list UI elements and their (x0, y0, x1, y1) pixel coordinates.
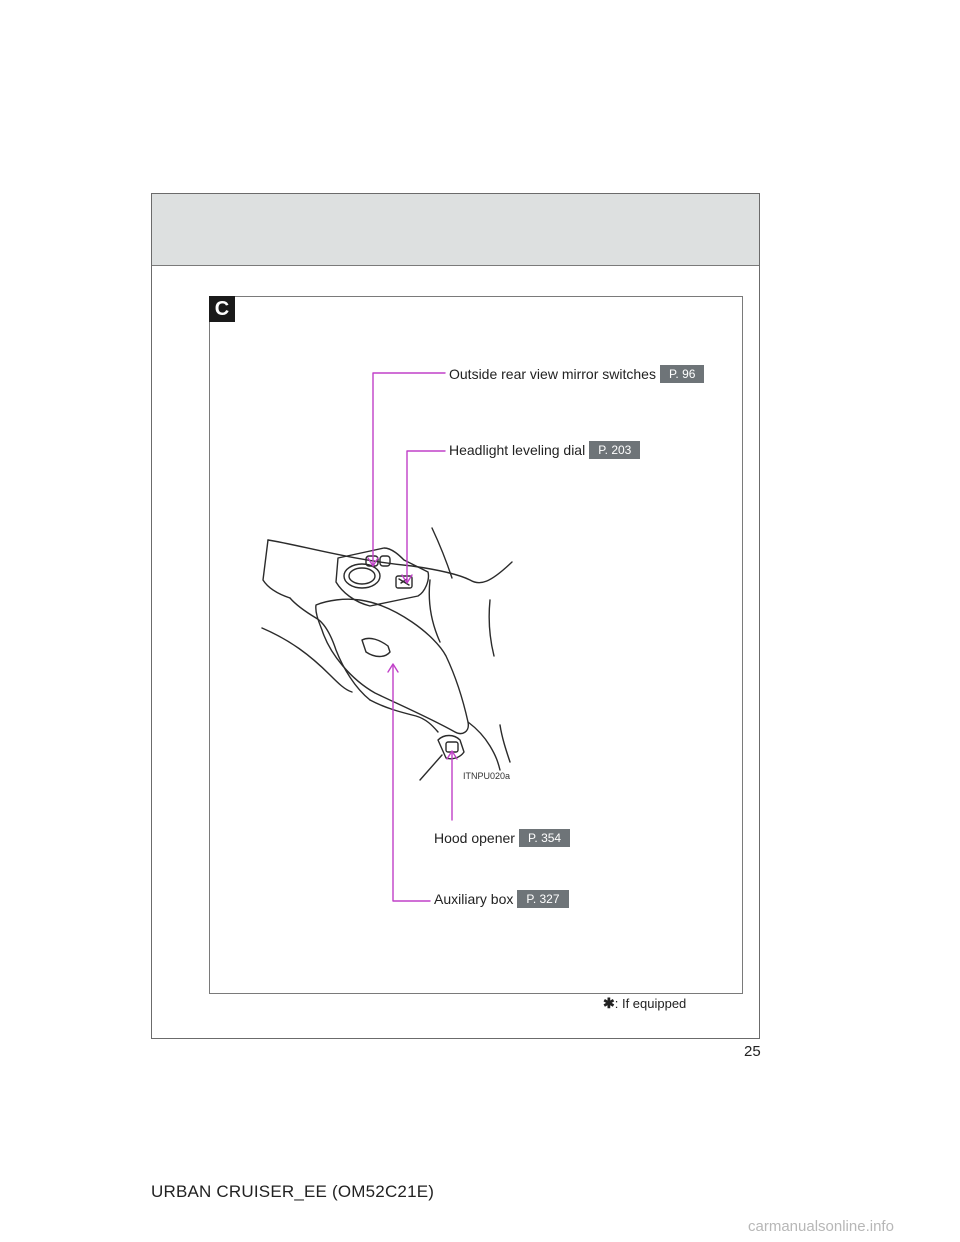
callout-hood-opener-label: Hood opener (434, 830, 515, 846)
callout-mirror-switches-ref[interactable]: P. 96 (659, 365, 705, 383)
mirror-switch-knob (343, 563, 381, 589)
illustration-panel (209, 296, 743, 994)
auxiliary-box-handle (361, 637, 391, 658)
figure-code: ITNPU020a (463, 771, 510, 781)
footnote: ✱: If equipped (603, 995, 686, 1012)
switch-panel (335, 547, 430, 607)
dashboard-outer-left (262, 539, 291, 599)
document-id: URBAN CRUISER_EE (OM52C21E) (151, 1182, 435, 1201)
right-structure-3 (499, 724, 511, 763)
lower-contour-right (467, 721, 501, 771)
lower-trim (369, 699, 439, 733)
arrow-hood (446, 750, 458, 760)
mirror-switch-knob-inner (348, 567, 376, 585)
hood-opener-lever (437, 734, 465, 760)
leader-mirror-switches (372, 372, 446, 566)
callout-headlight-dial-ref[interactable]: P. 203 (589, 441, 641, 459)
dashboard-lower-edge (261, 627, 353, 693)
callout-auxiliary-box[interactable]: Auxiliary box P. 327 (434, 890, 569, 908)
dashboard-upper-right (431, 527, 453, 579)
callout-auxiliary-box-label: Auxiliary box (434, 891, 514, 907)
page-frame (151, 193, 760, 1039)
cable-line (419, 754, 443, 781)
dashboard-side-edge (289, 597, 371, 701)
auxiliary-box (315, 598, 470, 735)
leader-headlight-dial (406, 450, 446, 583)
watermark: carmanualsonline.info (748, 1218, 894, 1235)
right-structure (428, 579, 441, 643)
callout-auxiliary-box-ref[interactable]: P. 327 (517, 890, 569, 908)
leader-auxiliary-box (392, 664, 431, 902)
page-number: 25 (744, 1043, 761, 1060)
dashboard-upper-edge (267, 539, 513, 584)
callout-headlight-dial-label: Headlight leveling dial (449, 442, 586, 458)
mirror-selector-r (379, 555, 391, 567)
callout-hood-opener-ref[interactable]: P. 354 (518, 829, 571, 847)
section-badge: C (209, 296, 235, 322)
footnote-text: : If equipped (614, 996, 687, 1011)
mirror-selector-l (365, 555, 379, 567)
header-band (152, 194, 759, 266)
callout-hood-opener[interactable]: Hood opener P. 354 (434, 829, 571, 847)
callout-mirror-switches[interactable]: Outside rear view mirror switches P. 96 (449, 365, 705, 383)
arrow-headlight (401, 574, 413, 584)
arrow-mirror (367, 557, 379, 567)
callout-headlight-dial[interactable]: Headlight leveling dial P. 203 (449, 441, 641, 459)
arrow-aux (387, 663, 399, 673)
callout-mirror-switches-label: Outside rear view mirror switches (449, 366, 656, 382)
footnote-star-icon: ✱ (603, 995, 615, 1011)
right-structure-2 (488, 599, 495, 657)
headlight-dial (395, 575, 413, 589)
